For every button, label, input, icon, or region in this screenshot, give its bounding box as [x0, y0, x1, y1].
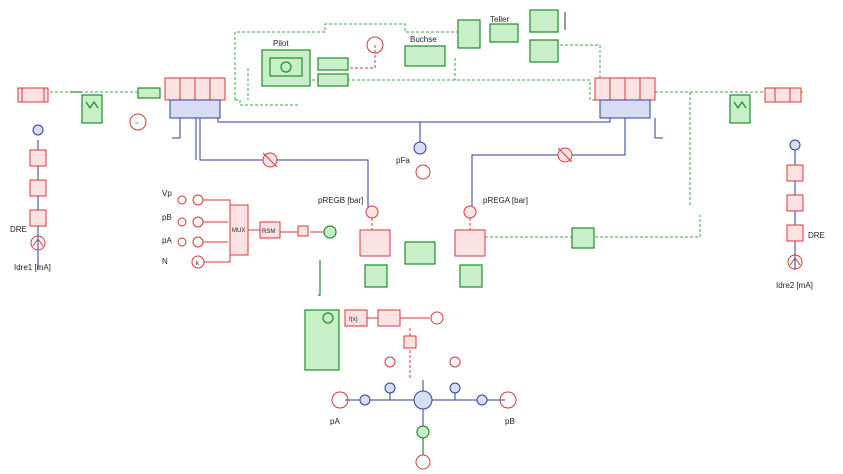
teller-label: Teller [490, 15, 509, 24]
right-current-sensor-icon[interactable] [789, 139, 801, 151]
svg-text:MUX: MUX [232, 228, 245, 234]
idre2-label: Idre2 [mA] [776, 281, 813, 290]
pfa-source-icon[interactable] [415, 164, 431, 180]
left-current-sensor-icon[interactable] [32, 124, 44, 136]
pa-input-label: pA [162, 236, 172, 245]
right-valve-block [594, 77, 656, 119]
pb-bottom-label: pB [505, 417, 515, 426]
pfa-sensor-icon[interactable] [413, 141, 427, 155]
pa-source-icon[interactable] [192, 236, 204, 248]
dre-right-label: DRE [808, 231, 825, 240]
teller-spring[interactable] [457, 19, 481, 49]
pilot-spring-1[interactable] [317, 57, 349, 71]
teller-mass-bottom[interactable] [529, 39, 559, 63]
pilot-assembly: Pilot [261, 36, 384, 87]
left-solenoid-body[interactable] [17, 87, 49, 103]
left-source-icon[interactable] [30, 235, 46, 251]
lower-gain-block[interactable] [403, 335, 417, 349]
pb-source-icon[interactable] [192, 216, 204, 228]
n-input-label: N [162, 257, 168, 266]
pregb-label: pREGB [bar] [318, 196, 363, 205]
pilot-body[interactable] [261, 49, 311, 87]
pump-shaft-icon[interactable] [416, 425, 430, 439]
svg-text:RSM: RSM [262, 229, 275, 235]
right-solenoid-chain: DRE Idre2 [mA] [729, 87, 825, 290]
pfa-label: pFa [396, 156, 410, 165]
prega-label: pREGA [bar] [483, 196, 528, 205]
hydraulic-lines [172, 118, 663, 430]
right-signal-block-3[interactable] [786, 224, 804, 242]
prega-valve-body[interactable] [454, 229, 486, 257]
output-source-icon[interactable] [430, 311, 444, 325]
rsm-block[interactable] [259, 221, 281, 239]
teller-body[interactable] [489, 23, 519, 43]
buchse-label: Buchse [410, 35, 437, 44]
buchse-body[interactable] [404, 45, 446, 67]
pregb-sensor-icon[interactable] [365, 205, 379, 219]
right-damper[interactable] [571, 227, 595, 249]
left-valve-block: ~ [129, 77, 226, 131]
gain-block[interactable] [297, 225, 309, 237]
left-signal-block-1[interactable] [29, 149, 47, 167]
teller-mass-top[interactable] [529, 9, 559, 33]
pump-speed-source-icon[interactable] [415, 454, 431, 470]
left-coupling[interactable] [137, 87, 161, 99]
right-solenoid-body[interactable] [764, 87, 802, 103]
left-solenoid-chain: DRE Idre1 [mA] [10, 87, 161, 272]
center-spring-mass[interactable] [404, 241, 436, 265]
input-signals: Vp pB pA N k MUX RSM [162, 189, 337, 269]
left-valve-chamber[interactable] [169, 99, 221, 119]
right-source-icon[interactable] [787, 254, 803, 270]
right-mass-lower[interactable] [459, 264, 483, 288]
svg-text:f(x): f(x) [349, 317, 358, 323]
idre1-label: Idre1 [mA] [14, 263, 51, 272]
limiter-block[interactable] [377, 309, 401, 327]
pump-icon[interactable] [413, 390, 433, 410]
pb-bottom-source-icon[interactable] [499, 391, 517, 409]
buchse-teller-assembly: Buchse Teller [404, 9, 566, 67]
left-mass-lower[interactable] [364, 264, 388, 288]
center-regulators: pREGB [bar] pREGA [bar] [318, 196, 595, 288]
prega-sensor-icon[interactable] [463, 205, 477, 219]
right-valve-chamber[interactable] [599, 99, 651, 119]
pregb-valve-body[interactable] [359, 229, 391, 257]
pilot-spring-2[interactable] [317, 73, 349, 87]
left-signal-block-3[interactable] [29, 209, 47, 227]
left-force-source-icon[interactable] [129, 113, 147, 131]
pa-bottom-source-icon[interactable] [331, 391, 349, 409]
lower-actuator[interactable] [304, 309, 340, 371]
pa-bottom-label: pA [330, 417, 340, 426]
left-spring-mass[interactable] [81, 94, 103, 124]
vp-source-icon[interactable] [192, 194, 204, 206]
force-transducer-icon[interactable] [323, 225, 337, 239]
right-signal-block-1[interactable] [786, 164, 804, 182]
pilot-label: Pilot [273, 39, 289, 48]
pb-input-label: pB [162, 213, 172, 222]
dre-left-label: DRE [10, 225, 27, 234]
pilot-force-source-icon[interactable] [366, 36, 384, 54]
svg-text:~: ~ [135, 121, 139, 127]
svg-text:k: k [196, 261, 200, 267]
lower-signal-chain: f(x) [304, 260, 444, 371]
right-spring-mass[interactable] [729, 94, 751, 124]
vp-label: Vp [162, 189, 172, 198]
right-signal-block-2[interactable] [786, 194, 804, 212]
pressure-sensors: pFa [262, 141, 573, 180]
left-signal-block-2[interactable] [29, 179, 47, 197]
bottom-pump: pA pB [330, 356, 517, 470]
